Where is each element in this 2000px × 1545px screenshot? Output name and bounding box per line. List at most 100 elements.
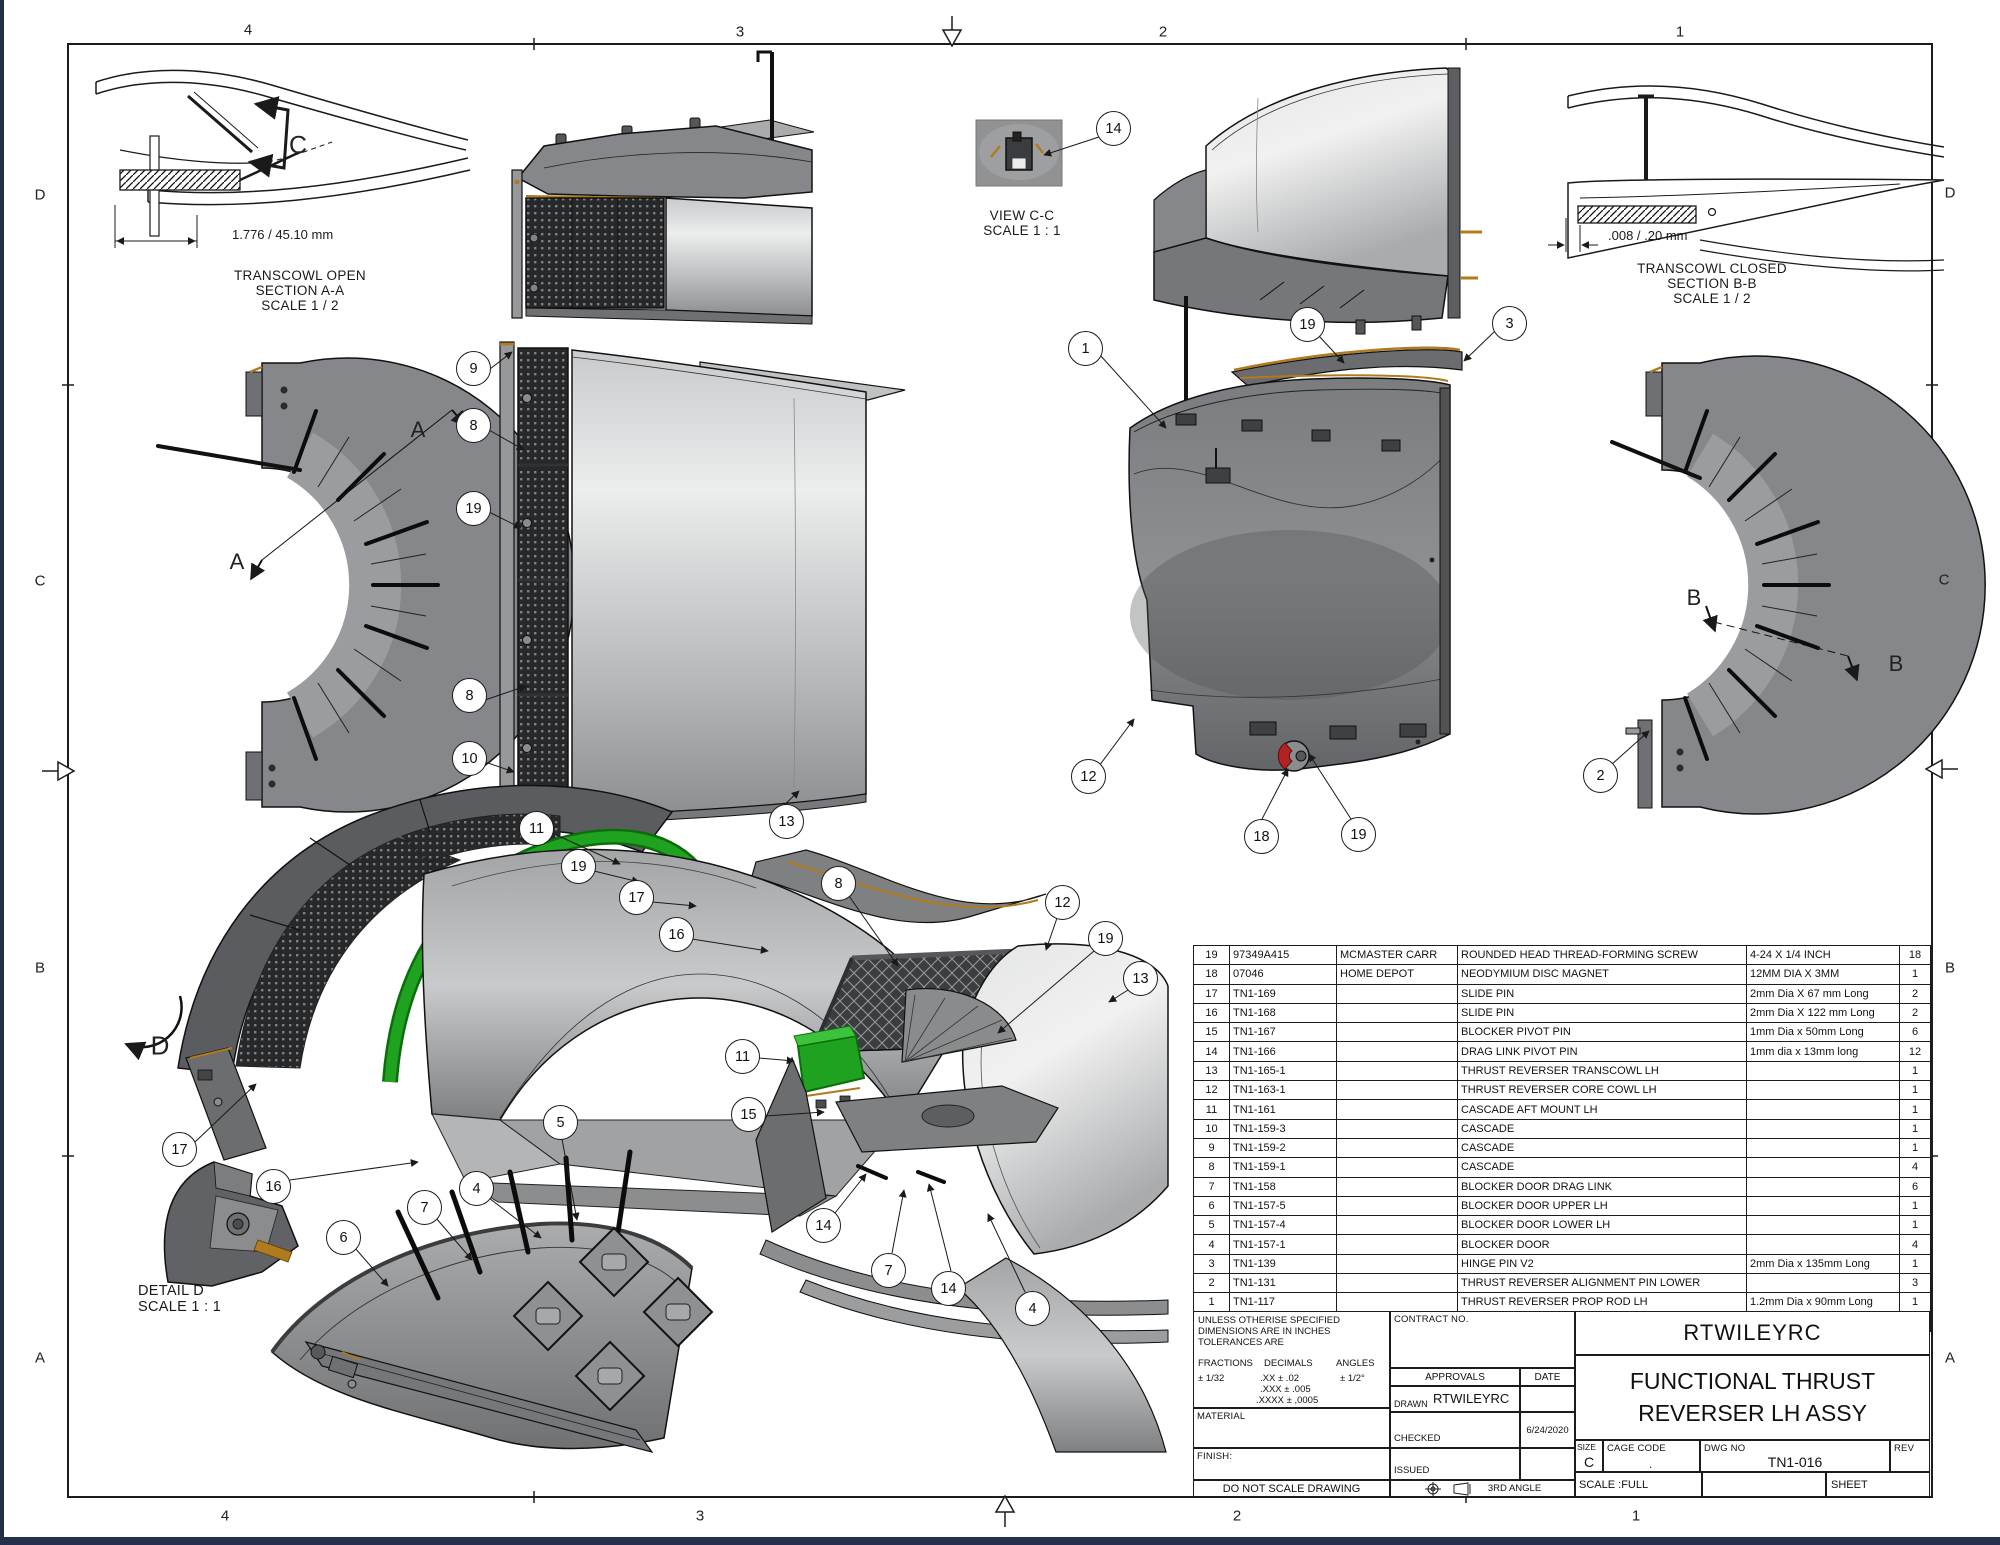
bom-cell: BLOCKER DOOR DRAG LINK bbox=[1457, 1176, 1747, 1197]
bom-cell: BLOCKER DOOR LOWER LH bbox=[1457, 1215, 1747, 1236]
bom-cell: 13 bbox=[1193, 1060, 1230, 1082]
bom-cell: TN1-168 bbox=[1229, 1002, 1337, 1024]
dwg-no-cell: DWG NO TN1-016 bbox=[1700, 1440, 1890, 1472]
bom-cell: TN1-158 bbox=[1229, 1176, 1337, 1197]
bom-cell: 4-24 X 1/4 INCH bbox=[1746, 944, 1900, 966]
issued-date-cell bbox=[1520, 1448, 1575, 1480]
bom-cell: TN1-159-3 bbox=[1229, 1118, 1337, 1139]
zone-label-B: B bbox=[1944, 959, 1956, 977]
bom-cell: 8 bbox=[1193, 1157, 1230, 1178]
zone-label-2: 2 bbox=[1232, 1507, 1242, 1525]
bom-cell: 4 bbox=[1899, 1157, 1931, 1178]
balloon-13: 13 bbox=[769, 804, 804, 839]
zone-label-A: A bbox=[1944, 1349, 1956, 1367]
bom-cell: 2mm Dia X 67 mm Long bbox=[1746, 983, 1900, 1004]
bom-cell bbox=[1336, 1022, 1458, 1043]
bom-cell: CASCADE bbox=[1457, 1137, 1747, 1159]
bom-cell: THRUST REVERSER PROP ROD LH bbox=[1457, 1292, 1747, 1313]
checked-cell: CHECKED bbox=[1390, 1412, 1520, 1448]
bom-cell: SLIDE PIN bbox=[1457, 1002, 1747, 1024]
date-value-cell: 6/24/2020 bbox=[1520, 1412, 1575, 1448]
bom-cell: 1 bbox=[1899, 1253, 1931, 1275]
finish-cell: FINISH: bbox=[1193, 1448, 1390, 1480]
bom-cell bbox=[1336, 1080, 1458, 1101]
notes-line2: DIMENSIONS ARE IN INCHES bbox=[1198, 1326, 1331, 1338]
view-section-bb bbox=[1548, 85, 1945, 272]
bom-cell: 97349A415 bbox=[1229, 944, 1337, 966]
balloon-19: 19 bbox=[1290, 307, 1325, 342]
zone-label-2: 2 bbox=[1158, 23, 1168, 41]
window-edge-bottom bbox=[0, 1537, 2000, 1545]
bom-cell: 12MM DIA X 3MM bbox=[1746, 964, 1900, 985]
bom-cell: 11 bbox=[1193, 1099, 1230, 1120]
zone-label-4: 4 bbox=[220, 1507, 230, 1525]
zone-label-1: 1 bbox=[1675, 23, 1685, 41]
bom-cell: 17 bbox=[1193, 983, 1230, 1004]
contract-cell: CONTRACT NO. bbox=[1390, 1311, 1575, 1368]
drawn-value: RTWILEYRC bbox=[1433, 1391, 1510, 1406]
bom-cell: 1mm Dia x 50mm Long bbox=[1746, 1022, 1900, 1043]
dimension-bb bbox=[1548, 218, 1598, 252]
bom-cell bbox=[1746, 1273, 1900, 1294]
bom-cell: TN1-161 bbox=[1229, 1099, 1337, 1120]
view-section-aa bbox=[95, 69, 471, 248]
balloon-19: 19 bbox=[1088, 921, 1123, 956]
zone-label-C: C bbox=[1938, 571, 1950, 589]
section-letter-A: A bbox=[410, 417, 426, 442]
bom-cell: 1 bbox=[1899, 1099, 1931, 1120]
blocker-door-plates bbox=[512, 1226, 714, 1412]
bom-cell: BLOCKER PIVOT PIN bbox=[1457, 1022, 1747, 1043]
bom-cell: 3 bbox=[1193, 1253, 1230, 1275]
section-bb-label: TRANSCOWL CLOSED SECTION B-B SCALE 1 / 2 bbox=[1637, 261, 1787, 307]
balloon-11: 11 bbox=[725, 1039, 760, 1074]
bom-cell bbox=[1336, 1157, 1458, 1178]
notes-line3: TOLERANCES ARE bbox=[1198, 1337, 1284, 1349]
balloon-17: 17 bbox=[619, 880, 654, 915]
view-crescent-left bbox=[156, 357, 576, 813]
bom-cell: 7 bbox=[1193, 1176, 1230, 1197]
date-header-cell: DATE bbox=[1520, 1368, 1575, 1386]
leader-lines bbox=[194, 136, 1650, 1293]
bom-cell: 15 bbox=[1193, 1022, 1230, 1043]
balloon-19: 19 bbox=[561, 849, 596, 884]
balloon-14: 14 bbox=[806, 1208, 841, 1243]
bom-cell: TN1-157-1 bbox=[1229, 1234, 1337, 1255]
bom-cell bbox=[1336, 1099, 1458, 1120]
bom-cell: 1 bbox=[1899, 1060, 1931, 1082]
balloon-3: 3 bbox=[1492, 306, 1527, 341]
tol-fractions-value: ± 1/32 bbox=[1198, 1373, 1225, 1384]
bom-cell: 4 bbox=[1899, 1234, 1931, 1255]
bom-cell bbox=[1336, 1118, 1458, 1139]
zone-label-C: C bbox=[34, 572, 46, 590]
bom-cell: 1 bbox=[1193, 1292, 1230, 1313]
dwg-no-value: TN1-016 bbox=[1767, 1454, 1823, 1470]
bom-cell: THRUST REVERSER TRANSCOWL LH bbox=[1457, 1060, 1747, 1082]
approvals-cell: APPROVALS bbox=[1390, 1368, 1520, 1386]
date-empty-cell bbox=[1520, 1386, 1575, 1412]
bom-cell: THRUST REVERSER ALIGNMENT PIN LOWER bbox=[1457, 1273, 1747, 1294]
view-core-cowl-3d bbox=[1128, 374, 1451, 772]
balloon-19: 19 bbox=[1341, 817, 1376, 852]
bom-cell bbox=[1336, 1002, 1458, 1024]
company-name: RTWILEYRC bbox=[1575, 1311, 1930, 1355]
zone-label-D: D bbox=[34, 186, 46, 204]
bom-cell bbox=[1746, 1215, 1900, 1236]
balloon-9: 9 bbox=[456, 351, 491, 386]
section-letter-A: A bbox=[229, 549, 245, 574]
bom-cell bbox=[1336, 1176, 1458, 1197]
section-letter-B: B bbox=[1686, 585, 1702, 610]
bom-cell: 3 bbox=[1899, 1273, 1931, 1294]
zone-label-3: 3 bbox=[695, 1507, 705, 1525]
bom-cell bbox=[1336, 1253, 1458, 1275]
view-open-reverser-top-3d bbox=[511, 50, 815, 325]
bom-cell: TN1-157-5 bbox=[1229, 1195, 1337, 1217]
balloon-13: 13 bbox=[1123, 961, 1158, 996]
bom-cell bbox=[1746, 1137, 1900, 1159]
balloon-6: 6 bbox=[326, 1220, 361, 1255]
bom-cell: TN1-157-4 bbox=[1229, 1215, 1337, 1236]
